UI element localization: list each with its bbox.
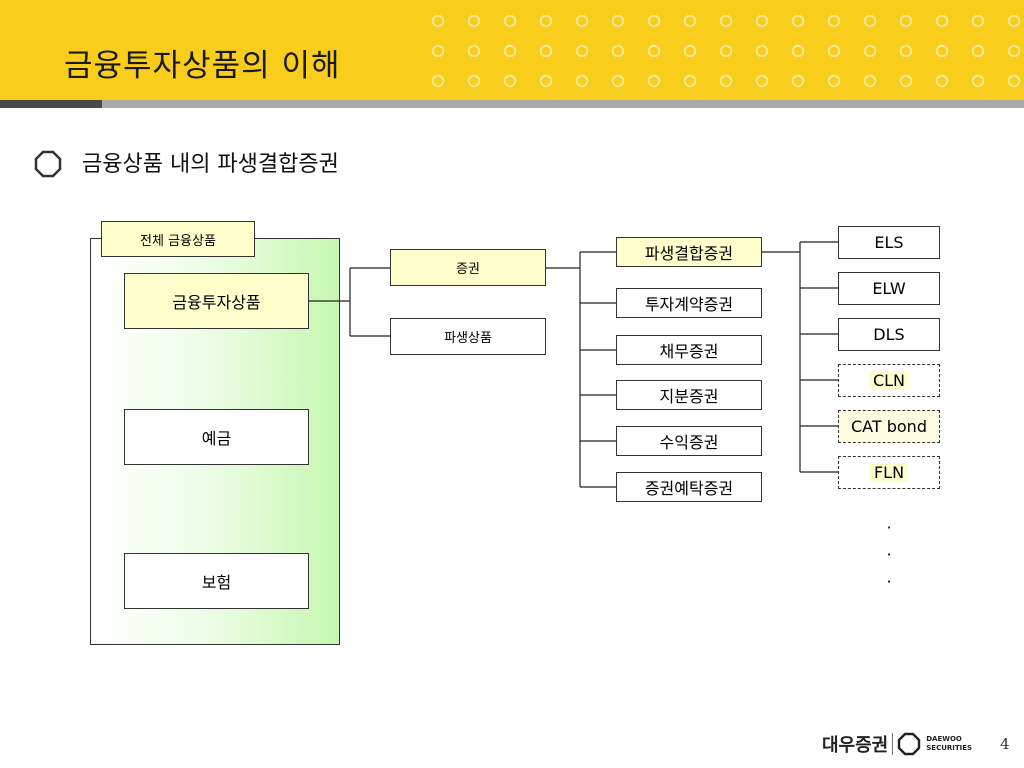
box-derivative-linked-securities: 파생결합증권: [616, 237, 762, 267]
page-title: 금융투자상품의 이해: [64, 48, 341, 84]
box-fln: FLN: [838, 456, 940, 489]
logo-divider: [892, 733, 894, 755]
logo-en-line2: SECURITIES: [926, 744, 973, 752]
continuation-dots: · · ·: [884, 514, 894, 595]
header-underline-grey: [102, 100, 1024, 108]
cat-bond-label: CAT bond: [851, 417, 927, 436]
dot: ·: [886, 572, 892, 591]
octagon-bullet-icon: [34, 150, 62, 178]
box-dls: DLS: [838, 318, 940, 351]
box-elw: ELW: [838, 272, 940, 305]
fln-label: FLN: [869, 463, 909, 482]
logo-en-line1: DAEWOO: [926, 735, 962, 743]
box-equity-securities: 지분증권: [616, 380, 762, 410]
box-securities: 증권: [390, 249, 546, 286]
company-logo: 대우증권 DAEWOO SECURITIES: [822, 730, 972, 758]
box-debt-securities: 채무증권: [616, 335, 762, 365]
logo-korean-text: 대우증권: [822, 735, 889, 756]
box-financial-investment-products: 금융투자상품: [124, 273, 309, 329]
dot: ·: [886, 545, 892, 564]
header-solid-area: [0, 0, 430, 100]
section-subtitle: 금융상품 내의 파생결합증권: [82, 152, 339, 177]
box-els: ELS: [838, 226, 940, 259]
box-insurance: 보험: [124, 553, 309, 609]
box-cat-bond: CAT bond: [838, 410, 940, 443]
box-deposit: 예금: [124, 409, 309, 465]
box-cln: CLN: [838, 364, 940, 397]
octagon-logo-icon: [898, 732, 921, 756]
box-investment-contract-securities: 투자계약증권: [616, 288, 762, 318]
cln-label: CLN: [868, 371, 910, 390]
box-beneficiary-securities: 수익증권: [616, 426, 762, 456]
panel-tab-label: 전체 금융상품: [101, 221, 255, 257]
header-banner: 금융투자상품의 이해: [0, 0, 1024, 100]
header-underline-dark: [0, 100, 102, 108]
dot: ·: [886, 518, 892, 537]
box-derivatives: 파생상품: [390, 318, 546, 355]
page-number: 4: [1000, 735, 1010, 753]
logo-english-text: DAEWOO SECURITIES: [926, 735, 972, 753]
box-depositary-receipts: 증권예탁증권: [616, 472, 762, 502]
